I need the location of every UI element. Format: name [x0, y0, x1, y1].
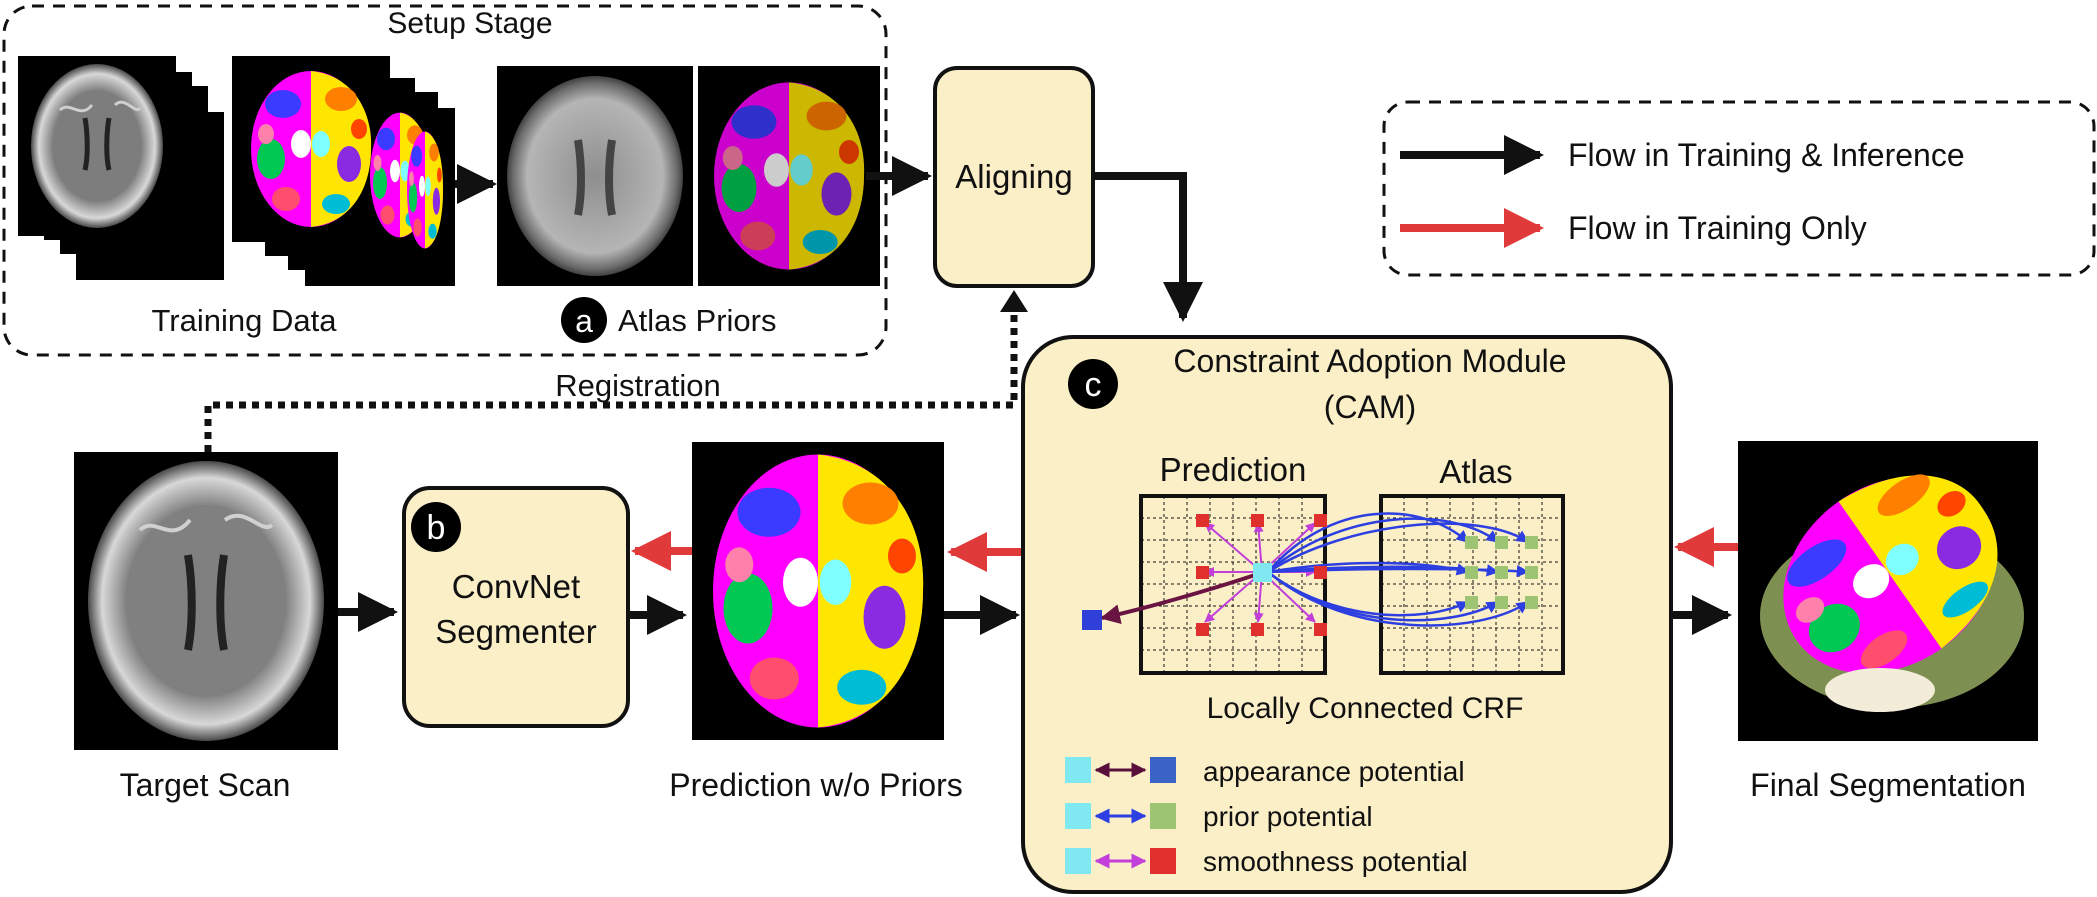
convnet-label-line1: ConvNet — [452, 568, 580, 605]
badge-a-letter: a — [575, 303, 593, 339]
cam-title-line2: (CAM) — [1324, 389, 1416, 425]
badge-b — [411, 502, 461, 552]
training-data-label: Training Data — [152, 303, 338, 338]
legend-training-inference: Flow in Training & Inference — [1568, 137, 1965, 173]
appearance-edge — [1100, 572, 1259, 625]
training-mri-stack — [18, 56, 224, 280]
crf-label: Locally Connected CRF — [1207, 692, 1524, 725]
registration-path — [204, 306, 1018, 452]
smoothness-nodes — [1196, 514, 1327, 636]
aligning-to-cam-arrow — [1093, 172, 1203, 322]
badge-b-letter: b — [427, 509, 446, 547]
final-segmentation-label: Final Segmentation — [1750, 767, 2026, 803]
final-segmentation-image — [1738, 435, 2038, 741]
aligning-label: Aligning — [955, 158, 1072, 195]
badge-c-letter: c — [1085, 366, 1102, 404]
appearance-node — [1082, 610, 1102, 630]
legend-box — [1382, 100, 2096, 277]
cam-title-line1: Constraint Adoption Module — [1173, 343, 1566, 379]
appearance-potential-label: appearance potential — [1203, 756, 1465, 787]
smoothness-potential-label: smoothness potential — [1203, 846, 1468, 877]
badge-c — [1068, 359, 1118, 409]
prediction-without-priors-image — [692, 442, 944, 740]
convnet-box — [402, 486, 630, 728]
setup-stage-box — [2, 4, 888, 357]
atlas-intensity-image — [497, 66, 693, 286]
setup-stage-title: Setup Stage — [387, 7, 552, 40]
badge-a — [561, 297, 607, 343]
potential-legend: appearance potential prior potential smo… — [1065, 756, 1468, 877]
legend-training-only: Flow in Training Only — [1568, 210, 1867, 246]
atlas-prior-image — [698, 66, 880, 286]
prior-nodes — [1465, 536, 1538, 609]
atlas-grid — [1379, 494, 1565, 675]
prior-potential-label: prior potential — [1203, 801, 1373, 832]
convnet-label-line2: Segmenter — [435, 613, 596, 650]
atlas-grid-label: Atlas — [1439, 453, 1512, 490]
target-scan-image — [74, 452, 338, 750]
registration-label: Registration — [555, 368, 720, 403]
prediction-grid-label: Prediction — [1160, 451, 1307, 488]
prediction-grid — [1139, 494, 1327, 675]
training-segmentation-stack — [232, 56, 455, 286]
registration-arrowhead — [1000, 290, 1028, 312]
atlas-priors-label: Atlas Priors — [618, 303, 776, 338]
target-scan-label: Target Scan — [120, 767, 291, 803]
prediction-without-priors-label: Prediction w/o Priors — [669, 767, 962, 803]
center-node — [1253, 563, 1272, 582]
